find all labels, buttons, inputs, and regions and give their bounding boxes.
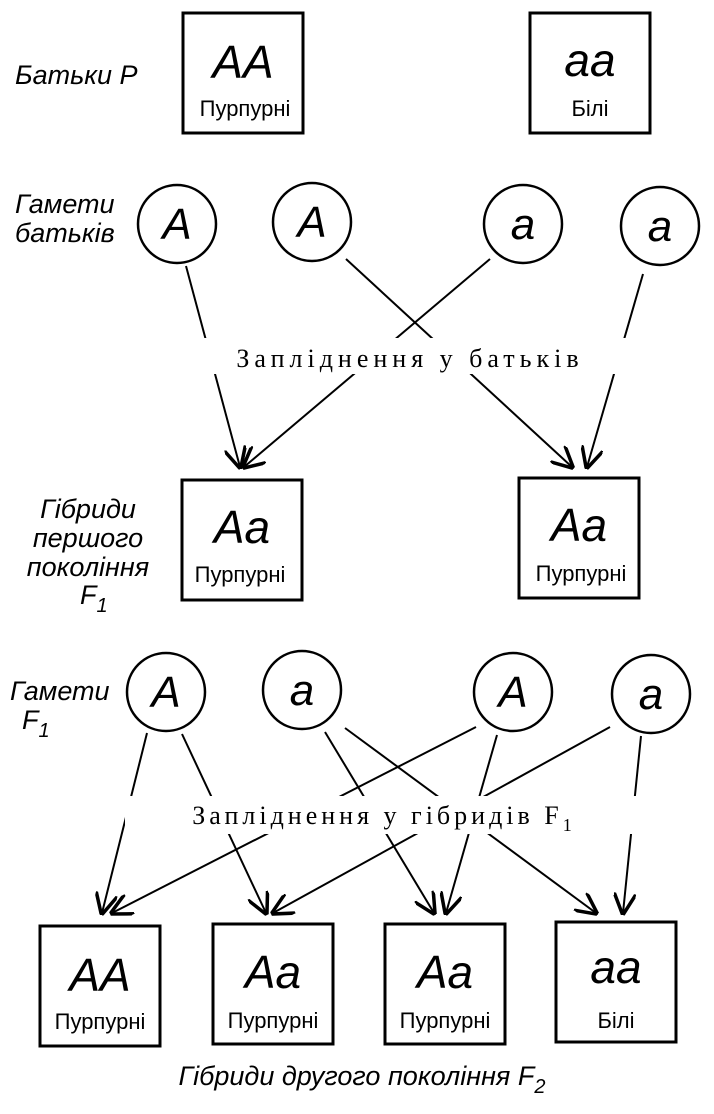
parent-gamete-3: a	[482, 183, 564, 265]
genotype-label: Aa	[211, 501, 270, 553]
fertilization-label-bg	[125, 796, 645, 834]
f1-label-line2: першого	[33, 523, 143, 553]
parent-gamete-2: A	[271, 181, 353, 263]
allele-label: a	[511, 200, 535, 249]
parents-label: Батьки P	[15, 60, 138, 90]
parent-gamete-4: a	[619, 185, 701, 267]
allele-label: a	[290, 666, 314, 715]
fertilization-parents-label: Запліднення у батьків	[236, 344, 583, 373]
phenotype-label: Пурпурні	[400, 1008, 491, 1033]
f1-box-2: Aa Пурпурні	[517, 476, 641, 600]
f1-label-line1: Гібриди	[40, 494, 136, 524]
phenotype-label: Пурпурні	[55, 1009, 146, 1034]
genotype-label: AA	[66, 949, 130, 1001]
genotype-label: Aa	[242, 946, 301, 998]
phenotype-label: Пурпурні	[536, 561, 627, 586]
f1-label-line4: F1	[80, 580, 108, 617]
parent-box-2: aa Білі	[528, 11, 652, 135]
f1-gamete-4: a	[610, 653, 692, 735]
allele-label: A	[495, 668, 527, 717]
parent-gametes-label-line2: батьків	[15, 218, 115, 248]
f1-gamete-2: a	[261, 649, 343, 731]
allele-label: A	[159, 200, 191, 249]
fertilization-label-bg	[188, 338, 632, 374]
arrow	[102, 732, 148, 913]
allele-label: a	[648, 202, 672, 251]
f1-gamete-1: A	[125, 651, 207, 733]
fertilization-f1-label: Запліднення у гібридів F1	[192, 801, 576, 835]
phenotype-label: Білі	[571, 96, 608, 121]
f2-box-2: Aa Пурпурні	[211, 922, 335, 1046]
phenotype-label: Пурпурні	[228, 1008, 319, 1033]
phenotype-label: Білі	[597, 1008, 634, 1033]
f2-caption: Гібриди другого покоління F2	[179, 1061, 546, 1098]
genotype-label: aa	[564, 34, 615, 86]
parent-gamete-1: A	[136, 183, 218, 265]
allele-label: a	[639, 670, 663, 719]
parent-gametes-label-line1: Гамети	[15, 189, 115, 219]
f1-box-1: Aa Пурпурні	[180, 478, 304, 602]
phenotype-label: Пурпурні	[200, 96, 291, 121]
f1-gamete-3: A	[472, 651, 554, 733]
allele-label: A	[294, 198, 326, 247]
parent-box-1: AA Пурпурні	[181, 11, 305, 135]
f2-box-4: aa Білі	[554, 920, 678, 1044]
genotype-label: Aa	[548, 499, 607, 551]
f2-box-1: AA Пурпурні	[38, 924, 162, 1048]
f1-gametes-label-line2: F1	[22, 705, 50, 742]
phenotype-label: Пурпурні	[195, 562, 286, 587]
f1-gametes-label-line1: Гамети	[10, 676, 110, 706]
genotype-label: AA	[209, 36, 273, 88]
genotype-label: aa	[590, 941, 641, 993]
f2-box-3: Aa Пурпурні	[383, 922, 507, 1046]
allele-label: A	[148, 668, 180, 717]
genotype-label: Aa	[414, 946, 473, 998]
f1-label-line3: покоління	[27, 552, 149, 582]
